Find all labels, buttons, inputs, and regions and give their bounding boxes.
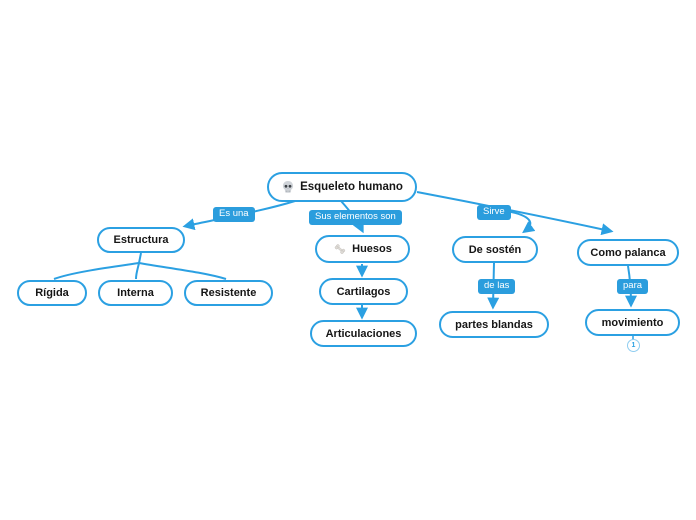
collapsed-children-badge[interactable]: 1 xyxy=(627,339,640,352)
skull-icon xyxy=(281,180,295,194)
node-label: Esqueleto humano xyxy=(300,181,403,193)
node-label: movimiento xyxy=(601,316,664,329)
edge-estructura-resistente xyxy=(138,262,227,280)
node-movimiento[interactable]: movimiento xyxy=(585,309,680,336)
node-label: Como palanca xyxy=(590,246,666,259)
edge-label-para[interactable]: para xyxy=(617,279,649,294)
node-label: Interna xyxy=(117,287,154,299)
node-label: Resistente xyxy=(200,287,257,299)
node-label: Huesos xyxy=(352,243,392,255)
node-esqueleto-humano[interactable]: Esqueleto humano xyxy=(267,172,417,202)
node-label: Estructura xyxy=(113,234,169,246)
edge-root-como-palanca xyxy=(416,191,614,236)
node-de-sosten[interactable]: De sostén xyxy=(452,236,538,263)
edge-estructura-stem xyxy=(138,252,142,264)
edge-estructura-rigida xyxy=(53,262,140,280)
node-label: partes blandas xyxy=(455,318,533,331)
node-partes-blandas[interactable]: partes blandas xyxy=(439,311,549,338)
node-huesos[interactable]: Huesos xyxy=(315,235,410,263)
edge-label-sirve[interactable]: Sirve xyxy=(477,205,511,220)
node-resistente[interactable]: Resistente xyxy=(184,280,273,306)
node-cartilagos[interactable]: Cartilagos xyxy=(319,278,408,305)
edge-label-de-las[interactable]: de las xyxy=(478,279,516,294)
node-interna[interactable]: Interna xyxy=(98,280,173,306)
node-label: Articulaciones xyxy=(325,327,402,340)
edge-label-sus-elementos-son[interactable]: Sus elementos son xyxy=(309,210,402,225)
node-como-palanca[interactable]: Como palanca xyxy=(577,239,679,266)
node-label: Cartilagos xyxy=(336,285,391,298)
edge-label-es-una[interactable]: Es una xyxy=(213,207,255,222)
edge-sirve-de-sosten xyxy=(505,210,536,234)
node-label: De sostén xyxy=(468,243,522,256)
node-rigida[interactable]: Rígida xyxy=(17,280,87,306)
node-estructura[interactable]: Estructura xyxy=(97,227,185,253)
bone-icon xyxy=(333,242,347,256)
node-articulaciones[interactable]: Articulaciones xyxy=(310,320,417,347)
edge-estructura-interna xyxy=(135,262,140,280)
node-label: Rígida xyxy=(35,287,69,299)
